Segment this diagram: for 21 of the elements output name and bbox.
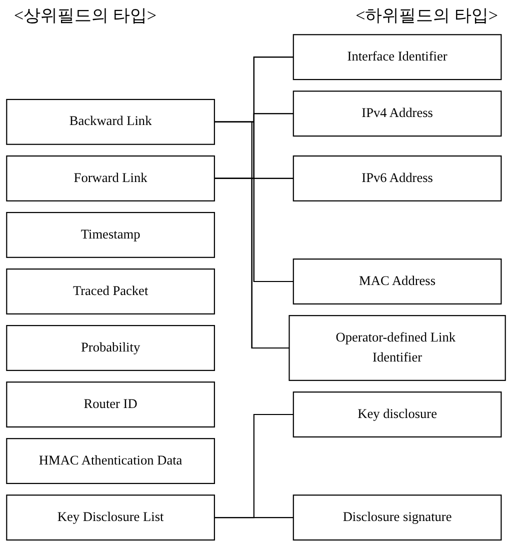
node-box: Backward Link <box>6 98 215 145</box>
column-heading: <하위필드의 타입> <box>356 5 498 27</box>
node-box: Key disclosure <box>292 392 502 438</box>
connector <box>214 414 294 518</box>
node-box: Timestamp <box>6 212 215 258</box>
node-box: Forward Link <box>6 155 215 202</box>
node-box: HMAC Athentication Data <box>6 438 215 484</box>
connector <box>214 178 290 349</box>
node-box: Traced Packet <box>6 268 215 314</box>
node-box: Disclosure signature <box>292 494 502 541</box>
node-box: Router ID <box>6 382 215 428</box>
column-heading: <상위필드의 타입> <box>14 5 156 27</box>
connector <box>214 121 290 349</box>
connector <box>214 517 294 518</box>
node-box: IPv4 Address <box>292 90 502 137</box>
node-box: Interface Identifier <box>292 34 502 80</box>
node-box: MAC Address <box>292 258 502 304</box>
node-box: IPv6 Address <box>292 155 502 202</box>
node-box: Operator-defined Link Identifier <box>288 315 506 381</box>
node-box: Probability <box>6 325 215 371</box>
node-box: Key Disclosure List <box>6 494 215 541</box>
